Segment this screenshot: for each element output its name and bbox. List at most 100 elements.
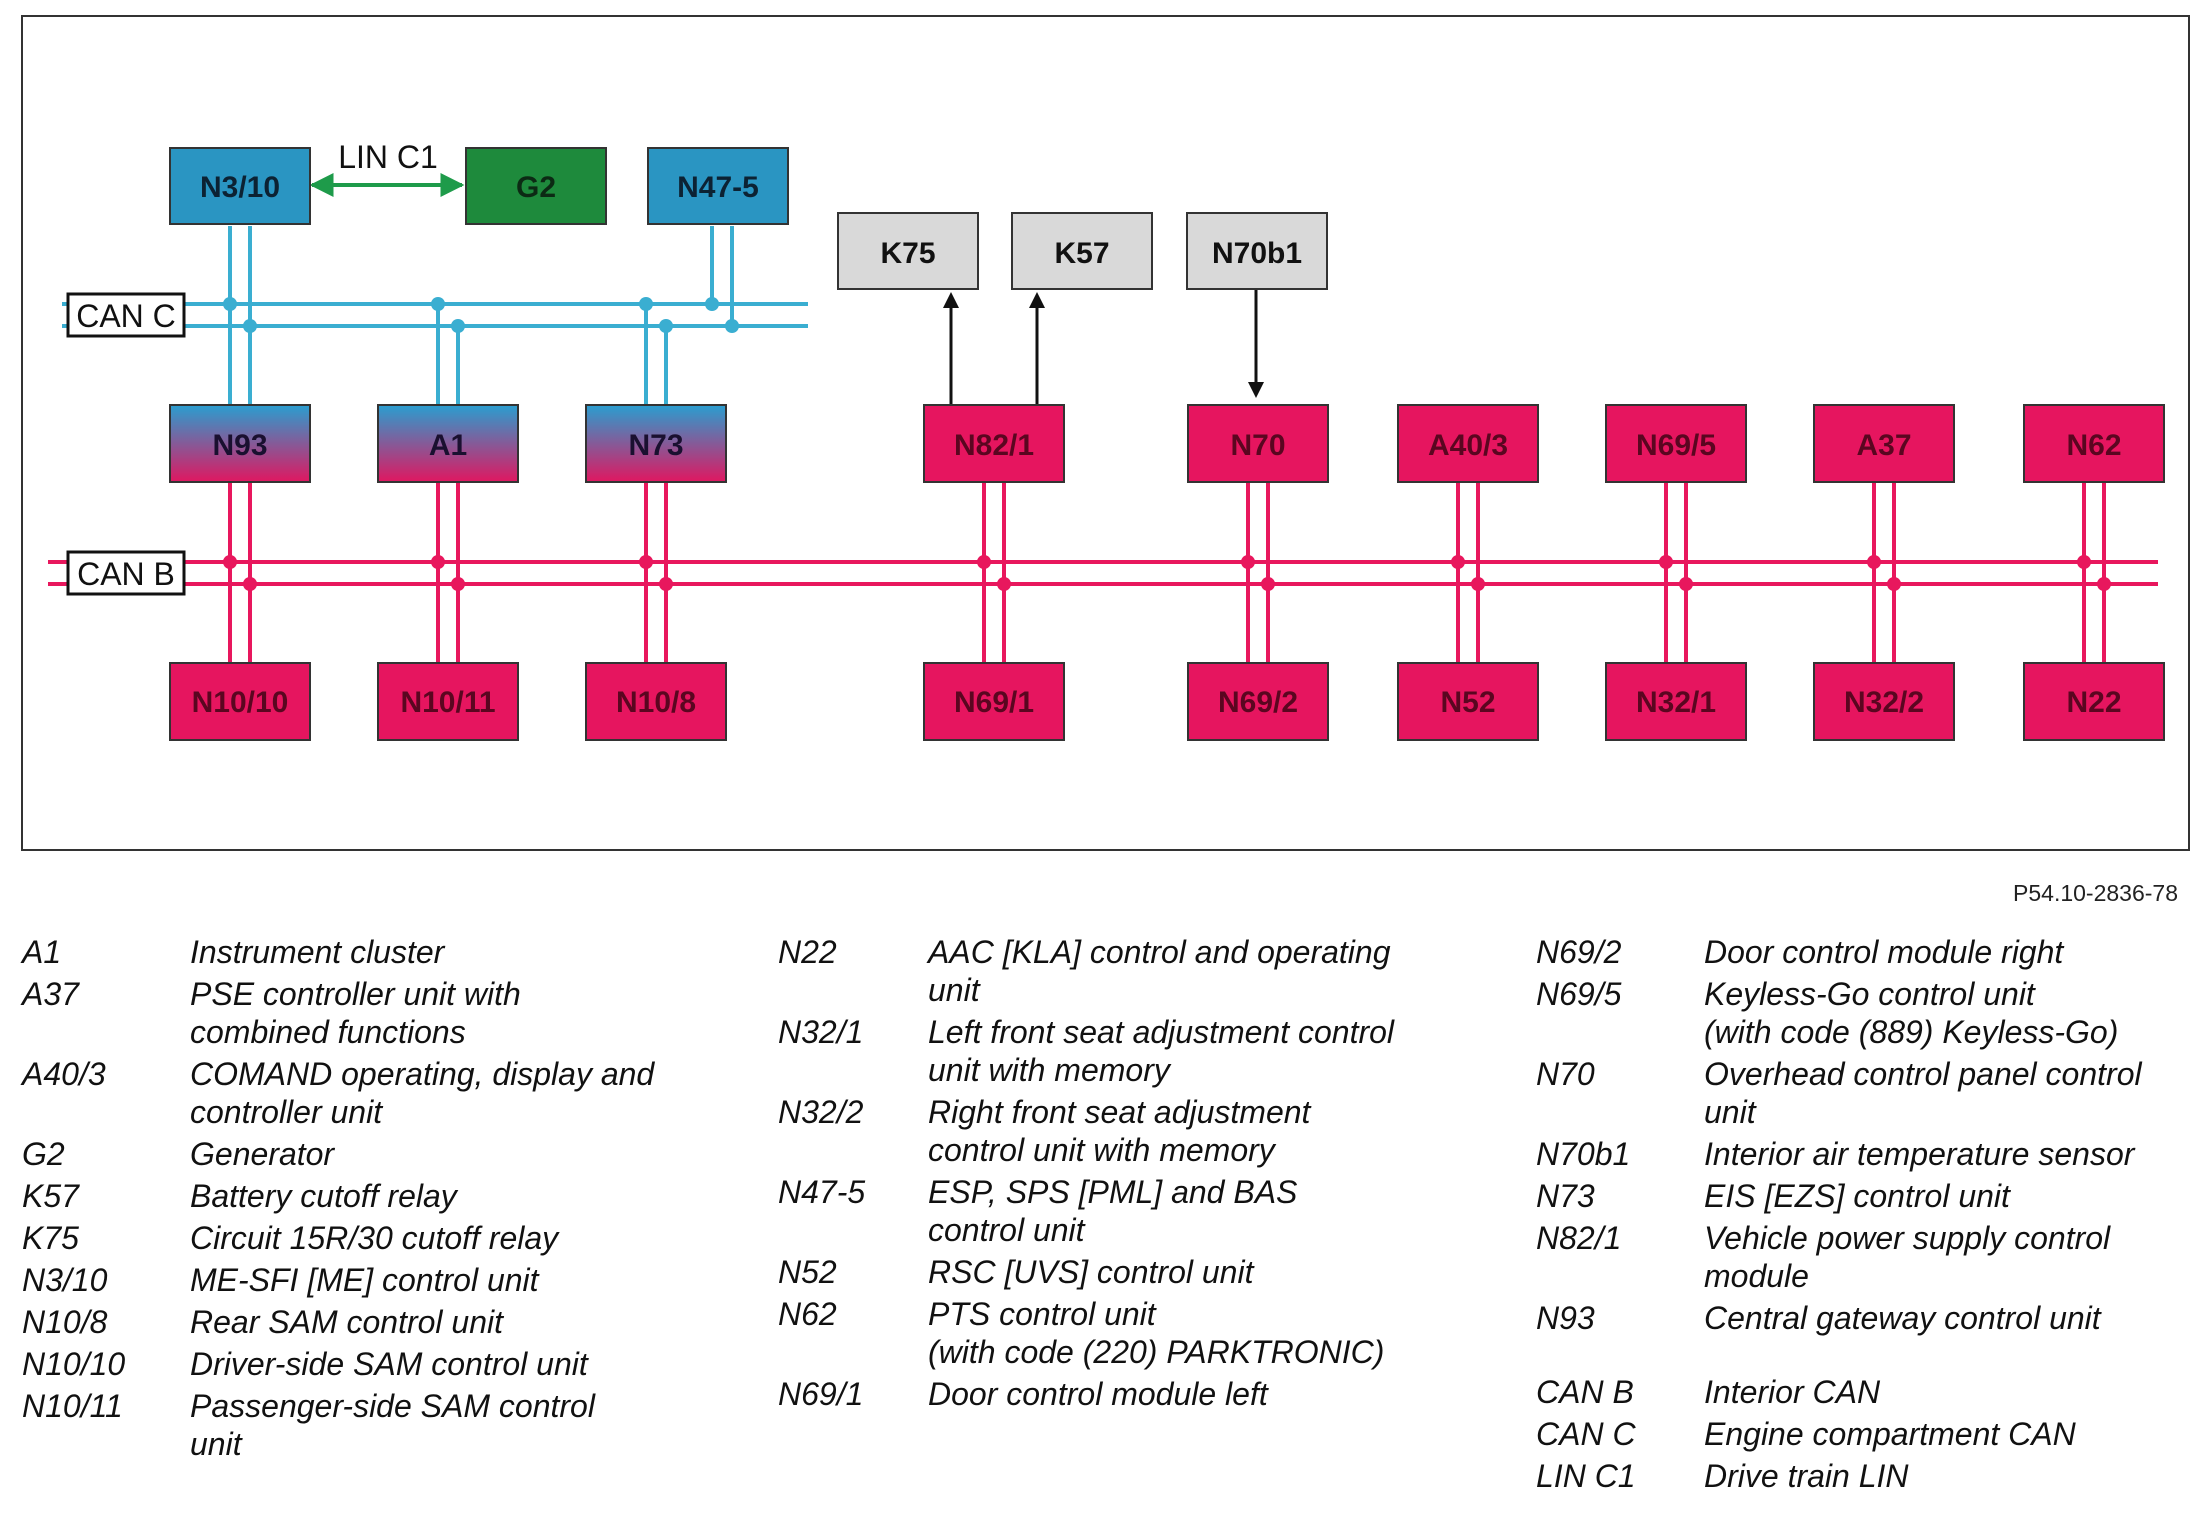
node-n70b1: N70b1	[1186, 212, 1328, 290]
legend-description: Driver-side SAM control unit	[190, 1345, 588, 1383]
node-a37: A37	[1813, 404, 1955, 483]
legend-code: LIN C1	[1536, 1458, 1636, 1494]
legend-description: Door control module right	[1704, 933, 2063, 971]
svg-text:N3/10: N3/10	[200, 171, 280, 204]
legend-code: N3/10	[22, 1262, 108, 1298]
svg-text:N10/8: N10/8	[616, 686, 696, 719]
legend-description-line: combined functions	[190, 1014, 466, 1050]
node-a40-3: A40/3	[1397, 404, 1539, 483]
legend-description-line: Right front seat adjustment	[928, 1094, 1311, 1130]
legend-description: Rear SAM control unit	[190, 1303, 503, 1341]
legend-description: Keyless-Go control unit(with code (889) …	[1704, 975, 2118, 1051]
svg-text:N32/1: N32/1	[1636, 686, 1716, 719]
legend-code: N10/10	[22, 1346, 126, 1382]
legend-entry: N3/10 ME-SFI [ME] control unit	[22, 1261, 654, 1299]
svg-text:N69/1: N69/1	[954, 686, 1034, 719]
legend-description: Central gateway control unit	[1704, 1299, 2101, 1337]
legend-description-line: control unit	[928, 1212, 1085, 1248]
svg-text:N52: N52	[1440, 686, 1495, 719]
legend-description: Door control module left	[928, 1375, 1268, 1413]
node-n3-10: N3/10	[169, 147, 311, 225]
svg-text:N10/10: N10/10	[192, 686, 289, 719]
legend-code: N32/1	[778, 1014, 864, 1050]
legend-description-line: ESP, SPS [PML] and BAS	[928, 1174, 1298, 1210]
legend-code: N70	[1536, 1056, 1595, 1092]
node-n70: N70	[1187, 404, 1329, 483]
legend-code: A1	[22, 934, 62, 970]
svg-text:N70b1: N70b1	[1212, 237, 1302, 270]
svg-text:N70: N70	[1230, 429, 1285, 462]
legend-code: G2	[22, 1136, 65, 1172]
legend-code: N69/2	[1536, 934, 1622, 970]
legend-description: ME-SFI [ME] control unit	[190, 1261, 539, 1299]
legend-description-line: Circuit 15R/30 cutoff relay	[190, 1220, 559, 1256]
legend-description: Interior air temperature sensor	[1704, 1135, 2134, 1173]
legend-description-line: Generator	[190, 1136, 335, 1172]
network-diagram: CAN C CAN B LIN C1 N3/10 G2 N47-5 K75 K5…	[21, 15, 2190, 851]
legend-description: EIS [EZS] control unit	[1704, 1177, 2010, 1215]
svg-text:A1: A1	[429, 429, 467, 462]
legend-description-line: (with code (889) Keyless-Go)	[1704, 1014, 2119, 1050]
legend-description: PTS control unit(with code (220) PARKTRO…	[928, 1295, 1384, 1371]
legend-code: N22	[778, 934, 837, 970]
lin-c1-link: LIN C1	[309, 139, 465, 197]
svg-text:CAN C: CAN C	[76, 298, 176, 334]
legend-description: Instrument cluster	[190, 933, 444, 971]
svg-text:N62: N62	[2066, 429, 2121, 462]
node-n69-2: N69/2	[1187, 662, 1329, 741]
legend-description-line: COMAND operating, display and	[190, 1056, 655, 1092]
legend-description: Generator	[190, 1135, 334, 1173]
can-b-drops	[228, 482, 2106, 663]
svg-text:A40/3: A40/3	[1428, 429, 1508, 462]
svg-text:K75: K75	[880, 237, 935, 270]
can-c-label: CAN C	[66, 292, 186, 338]
legend-description-line: controller unit	[190, 1094, 383, 1130]
can-c-junctions	[223, 297, 739, 333]
legend-description-line: Drive train LIN	[1704, 1458, 1909, 1494]
node-n52: N52	[1397, 662, 1539, 741]
legend-description: Circuit 15R/30 cutoff relay	[190, 1219, 558, 1257]
svg-text:N47-5: N47-5	[677, 171, 759, 204]
svg-text:N93: N93	[212, 429, 267, 462]
legend-code: A40/3	[22, 1056, 106, 1092]
legend-description-line: Engine compartment CAN	[1704, 1416, 2076, 1452]
legend-code: CAN B	[1536, 1374, 1634, 1410]
legend-description-line: EIS [EZS] control unit	[1704, 1178, 2010, 1214]
svg-text:N10/11: N10/11	[400, 686, 495, 719]
svg-text:LIN C1: LIN C1	[338, 139, 438, 175]
node-n93: N93	[169, 404, 311, 483]
legend-description-line: module	[1704, 1258, 1809, 1294]
legend-description-line: PTS control unit	[928, 1296, 1156, 1332]
legend-code: N32/2	[778, 1094, 864, 1130]
legend-code: N52	[778, 1254, 837, 1290]
legend-description-line: ME-SFI [ME] control unit	[190, 1262, 539, 1298]
svg-text:G2: G2	[516, 171, 556, 204]
legend-description: Drive train LIN	[1704, 1457, 1909, 1495]
legend-description-line: Driver-side SAM control unit	[190, 1346, 588, 1382]
legend-description-line: Left front seat adjustment control	[928, 1014, 1395, 1050]
signal-arrows	[943, 290, 1264, 405]
node-n10-11: N10/11	[377, 662, 519, 741]
figure-id: P54.10-2836-78	[2013, 880, 2178, 906]
node-n69-5: N69/5	[1605, 404, 1747, 483]
legend-description-line: Door control module right	[1704, 934, 2064, 970]
